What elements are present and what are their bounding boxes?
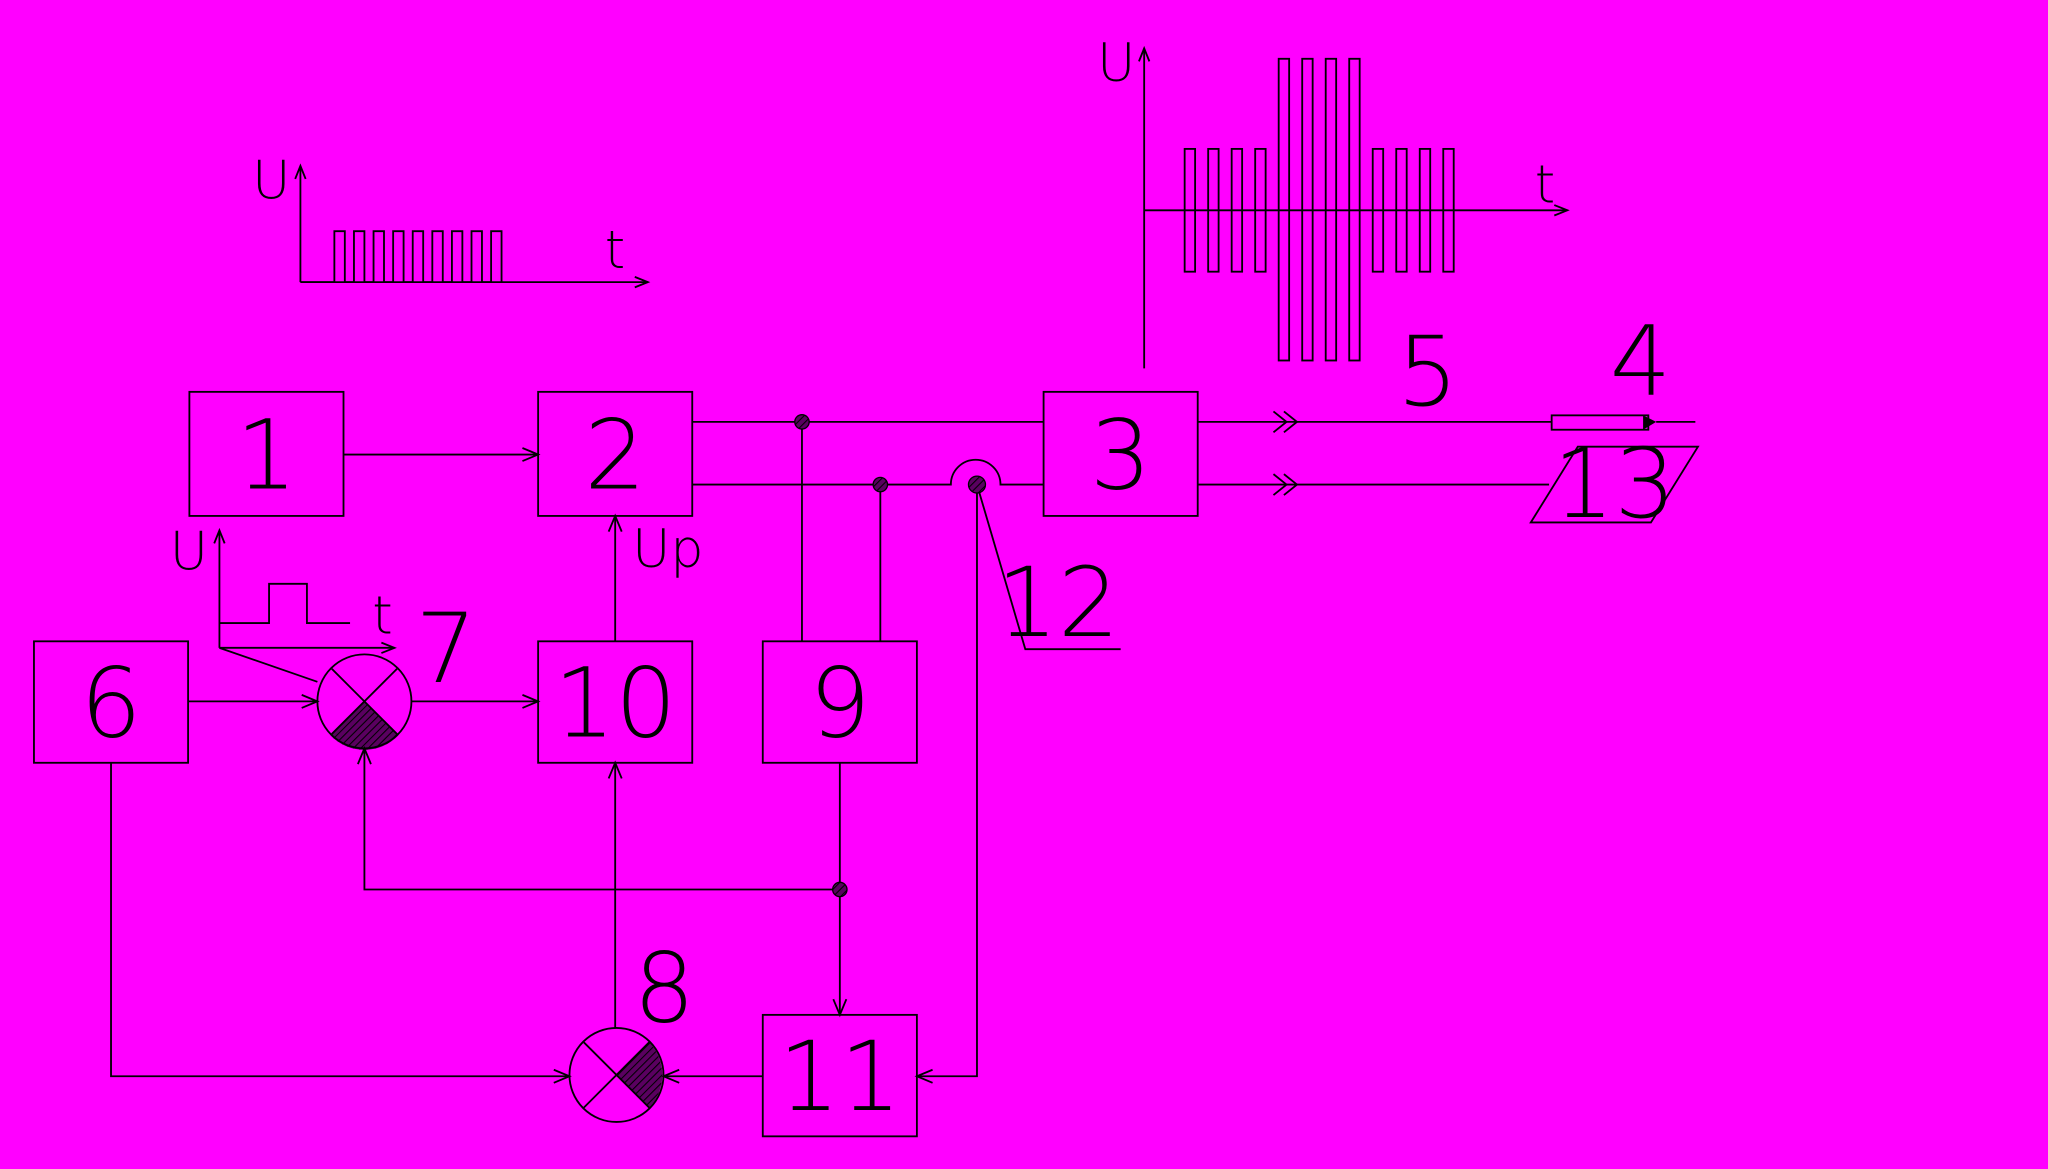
axis-label-t: t: [372, 586, 392, 646]
axis-label-t: t: [1535, 155, 1555, 215]
block-1: 1: [188, 390, 345, 517]
burst-bar: [1442, 147, 1455, 273]
block-2: 2: [537, 390, 694, 517]
burst-bar: [1254, 147, 1267, 273]
block-label: 11: [778, 1020, 901, 1133]
gate-pulse-waveform: [213, 527, 397, 654]
block-label: 6: [80, 647, 142, 760]
burst-bar: [1418, 147, 1432, 273]
burst-bar: [1301, 57, 1314, 362]
burst-waveform: [1138, 45, 1570, 369]
probe-label: 4: [1610, 304, 1672, 417]
axis-label-t: t: [605, 221, 625, 281]
burst-bar: [1277, 57, 1291, 362]
block-11: 11: [761, 1013, 918, 1138]
mixer-8: [568, 1027, 665, 1123]
block-label: 9: [809, 647, 871, 760]
block-label: 1: [236, 399, 298, 512]
junction-dots: [794, 414, 987, 898]
burst-bar: [1348, 57, 1361, 362]
burst-bar: [1324, 57, 1338, 362]
axis-label-u: U: [1097, 34, 1135, 94]
burst-bar: [1207, 147, 1220, 273]
block-label: 2: [584, 399, 646, 512]
block-label: 10: [554, 647, 677, 760]
pulse-train-waveform: [294, 163, 651, 289]
display-label: 13: [1553, 427, 1676, 540]
axis-label-u: U: [252, 152, 290, 212]
block-10: 10: [537, 640, 694, 764]
burst-bar: [1395, 147, 1408, 273]
display-13: 13: [1529, 427, 1700, 540]
burst-bar: [1371, 147, 1385, 273]
node-label: 12: [996, 546, 1119, 659]
block-label: 3: [1090, 399, 1152, 512]
burst-bar: [1230, 147, 1244, 273]
mixer-7: [316, 653, 413, 750]
block-3: 3: [1042, 390, 1199, 517]
axis-label-u: U: [170, 522, 208, 582]
burst-bar: [1183, 147, 1197, 273]
wiring: [110, 410, 1552, 1084]
block-9: 9: [761, 640, 918, 764]
mixer-label: 8: [633, 931, 695, 1044]
up-label: Up: [632, 520, 703, 580]
mixer-label: 7: [415, 592, 477, 705]
probe: [1550, 414, 1696, 431]
output-line-label: 5: [1397, 315, 1459, 428]
block-6: 6: [33, 640, 189, 764]
